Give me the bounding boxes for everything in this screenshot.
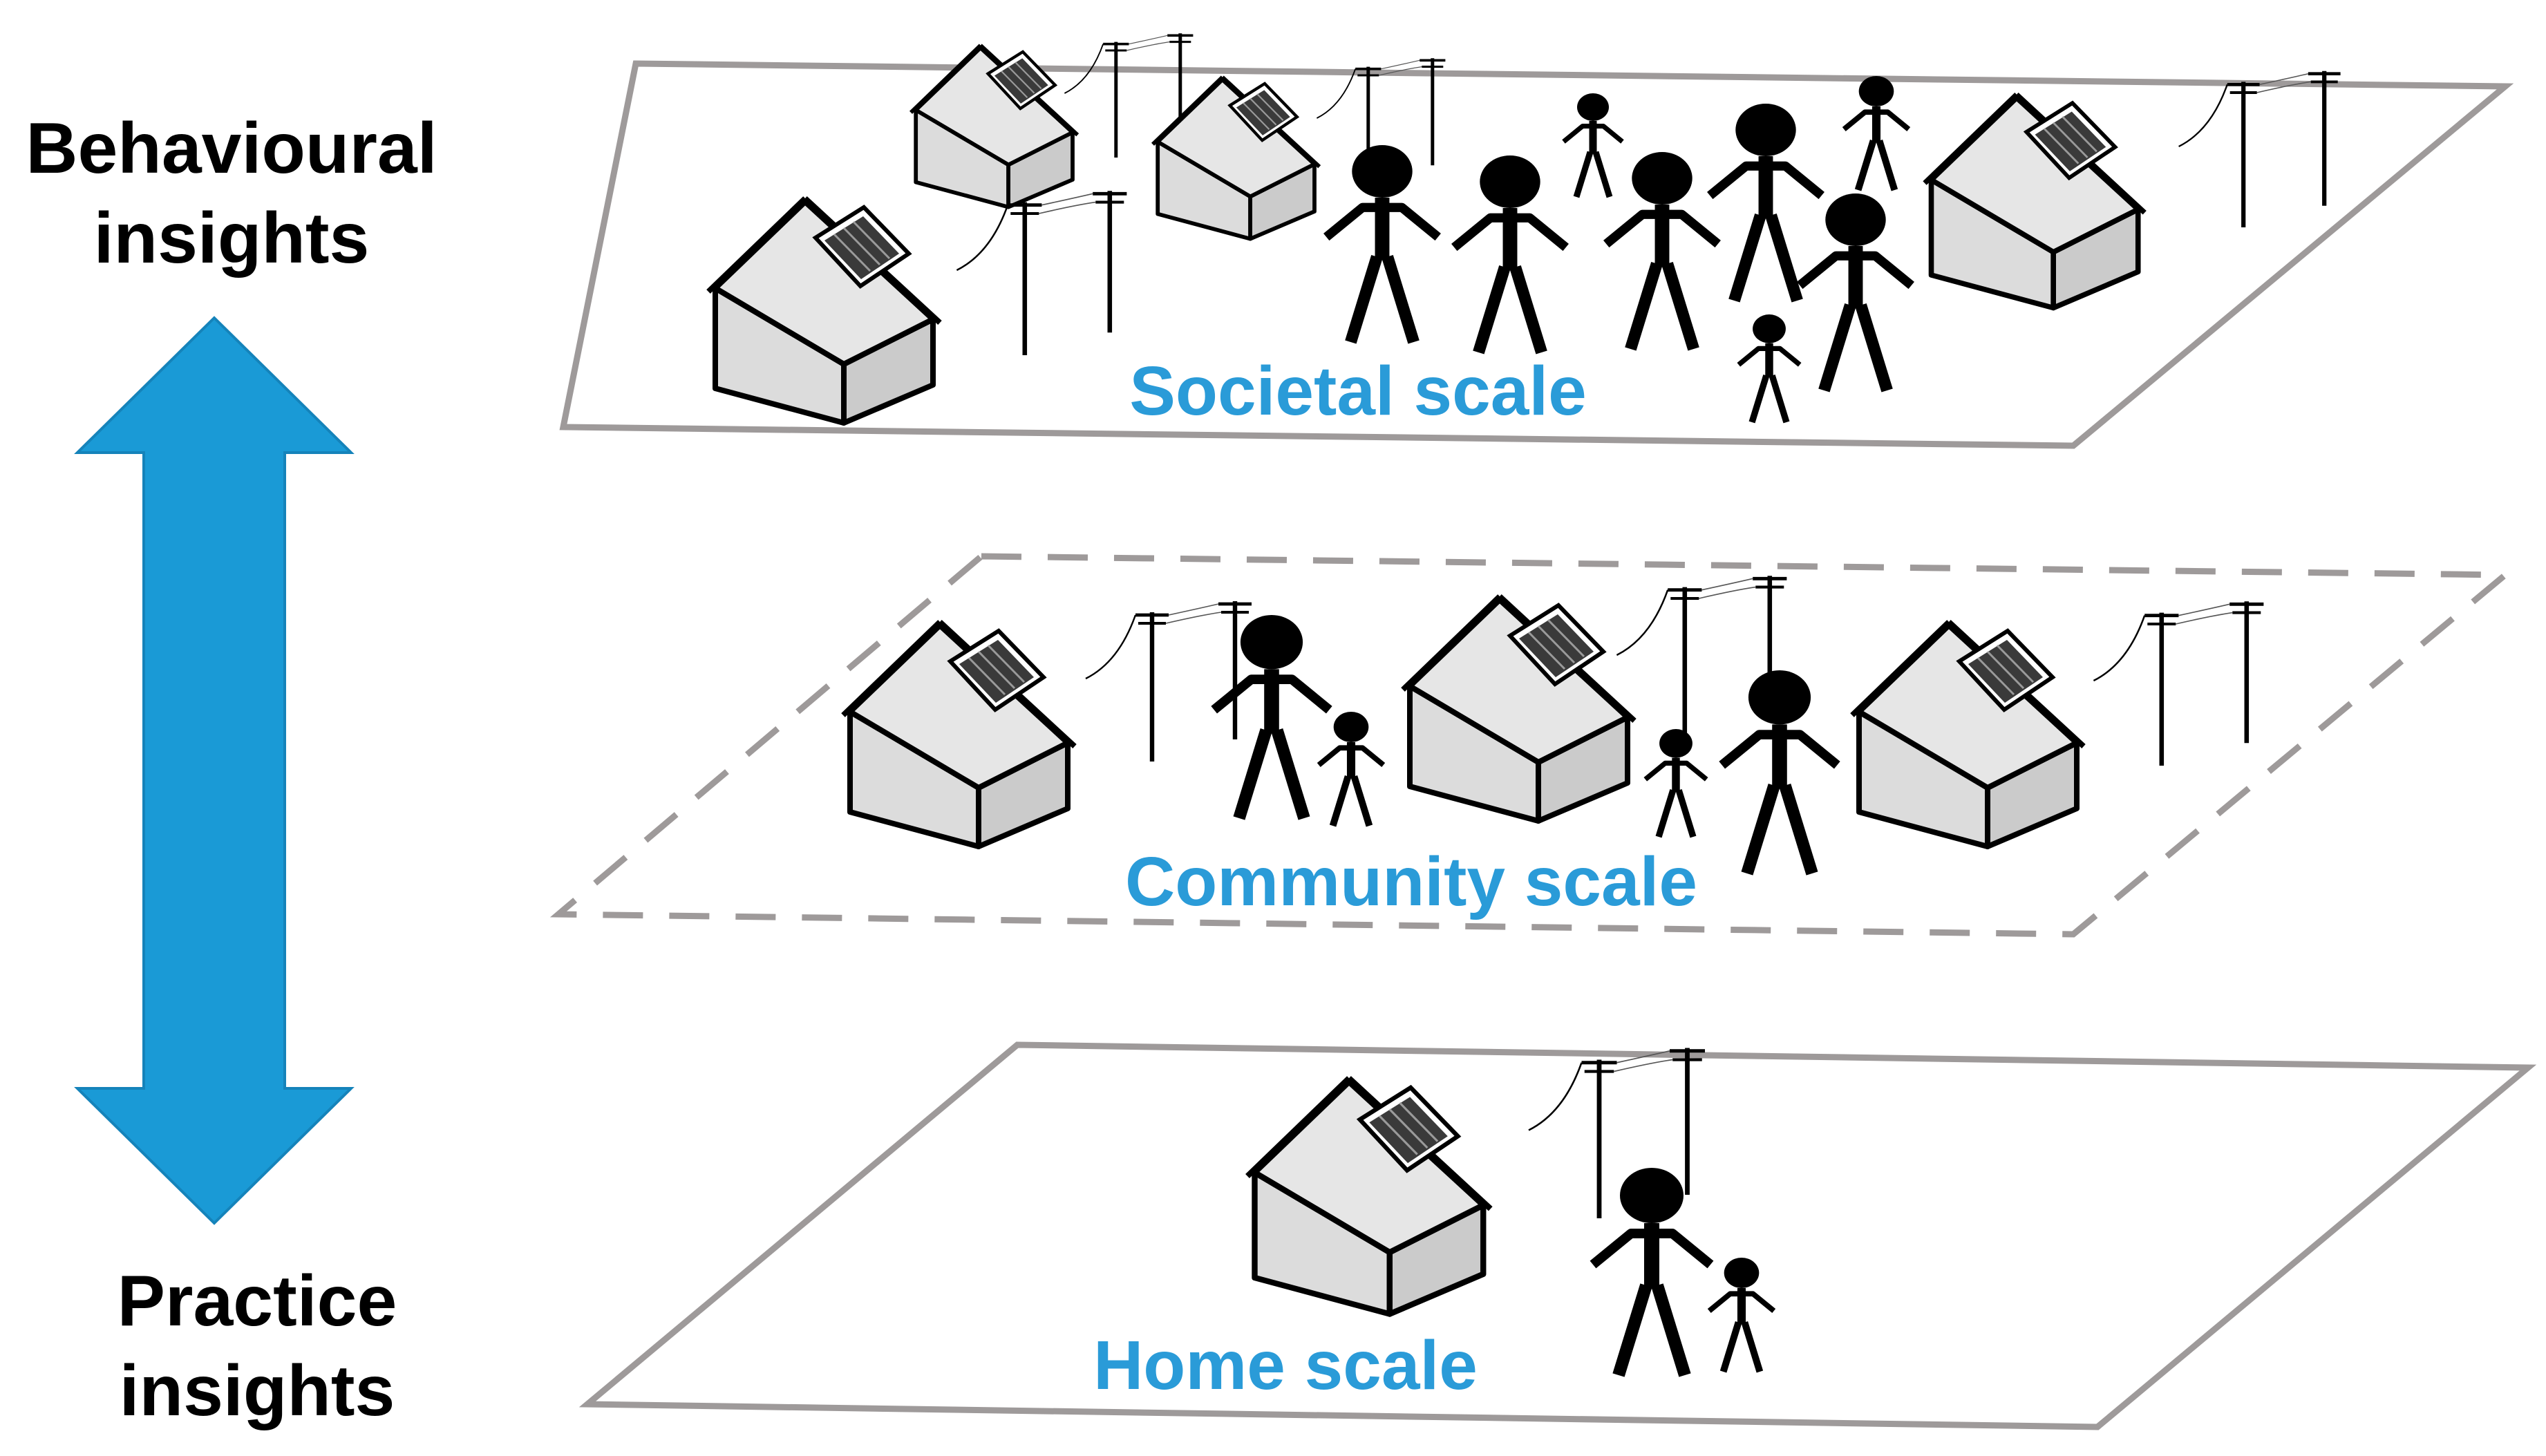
behavioural-insights-label-line2: insights [94, 198, 370, 278]
person-icon [1844, 76, 1909, 190]
power-pole-icon [956, 191, 1126, 355]
societal-scale-plane: Societal scale [559, 33, 2514, 449]
house-with-solar-panel-icon [1247, 1078, 1491, 1314]
community-scale-label: Community scale [1125, 843, 1697, 920]
behavioural-insights-label-line1: Behavioural [26, 108, 437, 189]
person-icon [1646, 729, 1706, 837]
home-scale-label: Home scale [1093, 1327, 1478, 1404]
person-icon [1739, 314, 1800, 422]
home-scale-plane: Home scale [578, 1041, 2537, 1430]
person-icon [1606, 152, 1718, 349]
person-icon [1800, 193, 1912, 390]
double-vertical-arrow-icon [74, 316, 355, 1225]
societal-scale-label: Societal scale [1129, 352, 1587, 430]
house-with-solar-panel-icon [1403, 596, 1634, 821]
person-icon [1709, 1258, 1774, 1372]
home-plane-border [578, 1041, 2537, 1430]
person-icon [1326, 145, 1438, 342]
practice-insights-label-line2: insights [120, 1351, 395, 1431]
house-with-solar-panel-icon [708, 198, 940, 423]
community-scale-plane: Community scale [549, 553, 2514, 938]
power-pole-icon [1086, 601, 1252, 762]
power-pole-icon [2093, 601, 2263, 766]
person-icon [1454, 155, 1566, 352]
person-icon [1564, 93, 1623, 197]
person-icon [1319, 712, 1384, 826]
community-plane-border [549, 553, 2514, 938]
house-with-solar-panel-icon [1852, 622, 2084, 847]
practice-insights-label-line1: Practice [117, 1261, 397, 1341]
person-icon [1710, 104, 1822, 301]
power-pole-icon [2179, 71, 2341, 227]
person-icon [1593, 1168, 1710, 1375]
house-with-solar-panel-icon [843, 622, 1075, 847]
person-icon [1722, 670, 1838, 873]
house-with-solar-panel-icon [1153, 77, 1319, 239]
person-icon [1214, 615, 1330, 818]
house-with-solar-panel-icon [1925, 95, 2144, 308]
